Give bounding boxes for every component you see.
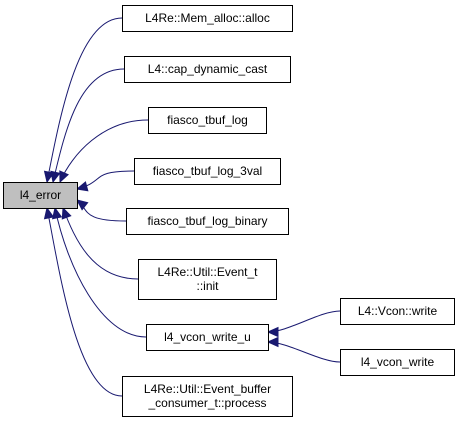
node-label: fiasco_tbuf_log_3val: [153, 164, 262, 178]
edge-event-buffer-process-to-l4-error-arrowhead: [43, 206, 55, 220]
nodes-layer: l4_error L4Re::Mem_alloc::allocL4::cap_dy…: [3, 5, 455, 417]
node-box: [126, 208, 289, 235]
node-box: [134, 158, 281, 185]
edge-event-buffer-process-to-l4-error: [46, 207, 123, 397]
edge-vcon-write-cpp-to-vcon-write-u: [267, 310, 341, 333]
node-fiasco-tbuf-log-binary[interactable]: fiasco_tbuf_log_binary: [126, 208, 289, 235]
edge-vcon-write-c-to-vcon-write-u-arrowhead: [266, 336, 279, 348]
node-box: [148, 107, 267, 134]
edge-fiasco-tbuf-log-to-l4-error-arrowhead: [59, 170, 69, 184]
node-box: [122, 376, 293, 417]
node-event-init[interactable]: L4Re::Util::Event_t::init: [138, 259, 277, 300]
node-label: ::init: [196, 279, 219, 293]
node-box: [3, 182, 78, 209]
node-box: [340, 349, 455, 376]
node-label: l4_vcon_write_u: [164, 330, 251, 344]
edge-vcon-write-u-to-l4-error-arrowhead: [51, 206, 63, 220]
node-cap-dynamic-cast[interactable]: L4::cap_dynamic_cast: [124, 56, 291, 83]
node-box: [138, 259, 277, 300]
node-event-buffer-process[interactable]: L4Re::Util::Event_buffer_consumer_t::pro…: [122, 376, 293, 417]
node-box: [146, 324, 269, 351]
edge-vcon-write-u-to-l4-error: [54, 207, 147, 338]
edge-vcon-write-cpp-to-vcon-write-u-arrowhead: [266, 326, 279, 338]
node-label: fiasco_tbuf_log: [167, 113, 248, 127]
node-fiasco-tbuf-log-3val[interactable]: fiasco_tbuf_log_3val: [134, 158, 281, 185]
node-box: [340, 298, 455, 325]
node-l4-error[interactable]: l4_error: [3, 182, 78, 209]
node-label: L4Re::Util::Event_t: [157, 265, 258, 279]
edge-vcon-write-c-to-vcon-write-u: [267, 341, 341, 363]
node-label: L4::cap_dynamic_cast: [148, 62, 268, 76]
node-label: L4Re::Util::Event_buffer: [144, 382, 271, 396]
edge-fiasco-tbuf-log-3val-to-l4-error-arrowhead: [75, 181, 89, 192]
node-label: l4_vcon_write: [361, 355, 435, 369]
edge-fiasco-tbuf-log-binary-to-l4-error-arrowhead: [76, 199, 89, 211]
node-fiasco-tbuf-log[interactable]: fiasco_tbuf_log: [148, 107, 267, 134]
edge-fiasco-tbuf-log-to-l4-error: [59, 119, 149, 183]
node-label: L4::Vcon::write: [358, 304, 438, 318]
edges-layer: [43, 17, 341, 397]
edge-event-init-to-l4-error-arrowhead: [61, 206, 72, 220]
node-label: _consumer_t::process: [147, 396, 266, 410]
edge-mem-alloc-to-l4-error: [46, 17, 123, 183]
node-box: [124, 56, 291, 83]
node-label: l4_error: [20, 188, 61, 202]
node-label: L4Re::Mem_alloc::alloc: [145, 11, 270, 25]
edge-event-init-to-l4-error: [62, 207, 139, 280]
edge-cap-dynamic-cast-to-l4-error-arrowhead: [50, 170, 61, 184]
node-mem-alloc[interactable]: L4Re::Mem_alloc::alloc: [122, 5, 293, 32]
node-label: fiasco_tbuf_log_binary: [147, 214, 267, 228]
node-box: [122, 5, 293, 32]
edge-cap-dynamic-cast-to-l4-error: [52, 68, 125, 183]
node-vcon-write-c[interactable]: l4_vcon_write: [340, 349, 455, 376]
node-vcon-write-cpp[interactable]: L4::Vcon::write: [340, 298, 455, 325]
node-vcon-write-u[interactable]: l4_vcon_write_u: [146, 324, 269, 351]
